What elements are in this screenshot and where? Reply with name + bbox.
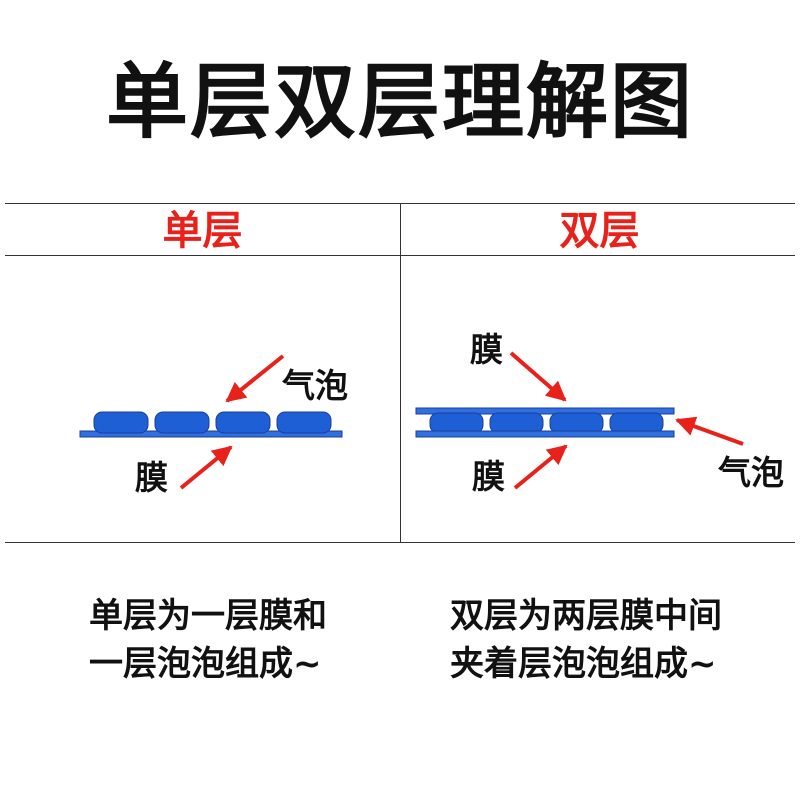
- single-film-label: 膜: [135, 458, 168, 497]
- single-bubble-label: 气泡: [282, 366, 348, 405]
- single-film: [79, 430, 343, 438]
- description-line: 一层泡泡组成~: [89, 644, 322, 684]
- double-layer-header: 双层: [559, 208, 640, 254]
- description-line: 双层为两层膜中间: [450, 596, 722, 636]
- double-film-bottom: [415, 430, 675, 438]
- single-bubble-arrow: [225, 354, 285, 403]
- double-bottom-film-arrow: [513, 444, 568, 490]
- double-layer-structure: [415, 407, 675, 438]
- description-line: 夹着层泡泡组成~: [450, 644, 717, 684]
- double-top-film-arrow: [509, 351, 567, 402]
- double-bubble: [429, 412, 484, 434]
- single-bubble: [93, 411, 149, 434]
- single-layer-structure: [79, 411, 343, 438]
- single-layer-header: 单层: [162, 208, 243, 254]
- page-title: 单层双层理解图: [105, 55, 694, 150]
- single-bubble: [215, 411, 271, 434]
- double-bubble: [549, 412, 604, 434]
- single-layer-description: 单层为一层膜和 一层泡泡组成~: [89, 592, 327, 688]
- column-divider: [400, 203, 401, 543]
- double-bubble: [609, 412, 664, 434]
- single-bubble: [276, 411, 332, 434]
- single-film-arrow: [179, 445, 233, 490]
- double-bubble-label: 气泡: [718, 453, 784, 492]
- double-film-top: [415, 407, 675, 415]
- double-bubble-arrow: [675, 416, 744, 446]
- single-bubble: [154, 411, 210, 434]
- description-line: 单层为一层膜和: [89, 596, 327, 636]
- double-bubble: [489, 412, 544, 434]
- double-layer-description: 双层为两层膜中间 夹着层泡泡组成~: [450, 592, 722, 688]
- double-bottom-film-label: 膜: [472, 457, 505, 496]
- double-top-film-label: 膜: [470, 330, 503, 369]
